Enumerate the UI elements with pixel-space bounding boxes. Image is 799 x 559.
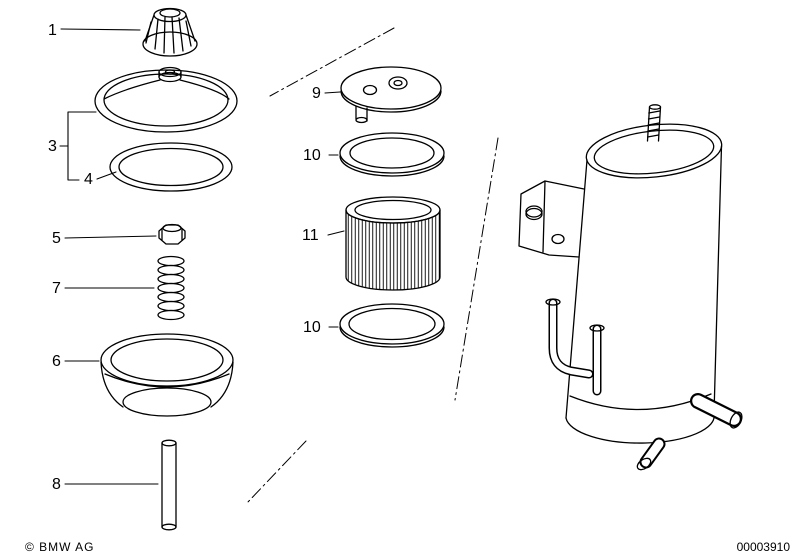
callout-11: 11 xyxy=(302,227,319,244)
callout-6: 6 xyxy=(52,353,61,370)
part-5-nut xyxy=(158,223,186,245)
part-10-seal-ring-lower xyxy=(339,303,445,348)
reservoir-tank-assembly xyxy=(518,104,743,471)
callout-5: 5 xyxy=(52,230,61,247)
callout-8: 8 xyxy=(52,476,61,493)
callout-4: 4 xyxy=(84,171,93,188)
callout-leader-lines xyxy=(59,28,345,485)
callout-labels: 1 3 4 5 7 6 8 9 10 11 10 xyxy=(48,22,321,493)
callout-10-upper: 10 xyxy=(303,147,321,164)
callout-9: 9 xyxy=(312,85,321,102)
part-1-reservoir-cap xyxy=(142,7,198,57)
part-8-tube xyxy=(161,439,177,531)
part-6-boot-cup xyxy=(100,333,234,417)
part-7-spring xyxy=(157,255,185,321)
left-pipe-fittings xyxy=(545,298,605,396)
callout-3: 3 xyxy=(48,138,57,155)
drawing-number: 00003910 xyxy=(737,540,791,554)
part-10-seal-ring-upper xyxy=(339,132,445,177)
copyright-text: © BMW AG xyxy=(25,540,95,554)
tank-stud xyxy=(646,104,662,142)
bottom-outlet-fitting xyxy=(636,437,666,471)
footer: © BMW AG 00003910 xyxy=(25,540,790,554)
section-separator-lines xyxy=(246,27,499,504)
part-3-diaphragm-funnel xyxy=(94,66,238,133)
callout-1: 1 xyxy=(48,22,57,39)
part-4-o-ring xyxy=(109,142,233,192)
mounting-bracket xyxy=(518,180,585,258)
callout-7: 7 xyxy=(52,280,61,297)
part-11-filter-element xyxy=(345,196,441,291)
part-9-cover xyxy=(340,66,442,124)
right-outlet-fitting xyxy=(690,393,743,429)
callout-10-lower: 10 xyxy=(303,319,321,336)
